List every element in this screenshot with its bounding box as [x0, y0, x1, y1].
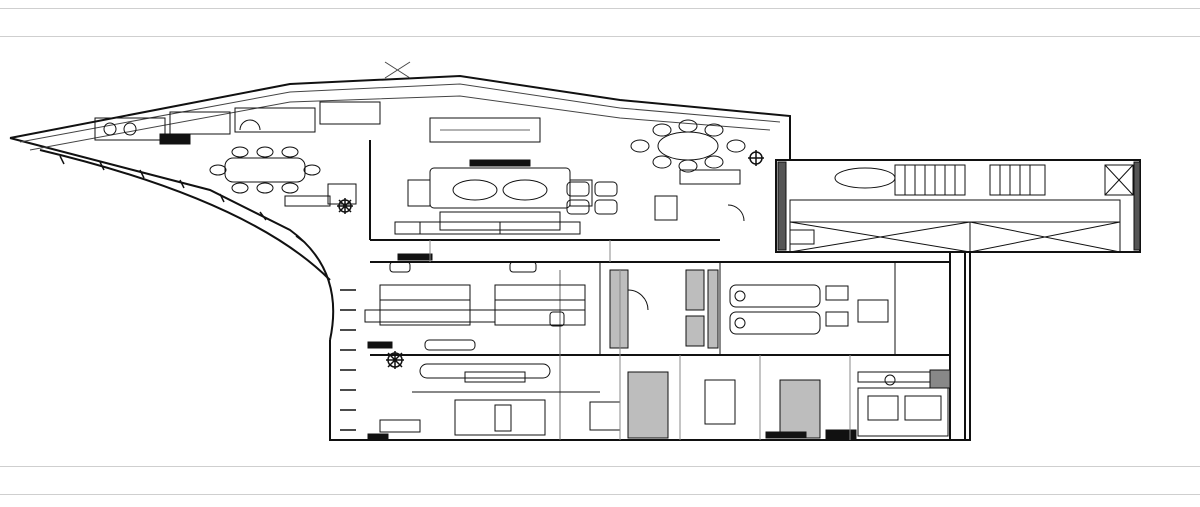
- living-room-walls: [369, 140, 720, 241]
- storage-unit: [654, 195, 678, 221]
- lift: [789, 229, 815, 245]
- hatch-corner: [929, 369, 951, 389]
- curved-balcony: [39, 149, 356, 431]
- sofa-icon: [407, 167, 593, 209]
- coffee-table: [394, 211, 581, 235]
- lobby-feature: [834, 167, 896, 189]
- door-swing: [727, 204, 745, 222]
- wall-dark: [367, 341, 393, 349]
- counter-dark: [397, 253, 433, 261]
- ottoman: [549, 311, 565, 327]
- lounge-chairs: [566, 181, 618, 215]
- service-shaft: [949, 252, 966, 440]
- closet-lower: [627, 371, 821, 439]
- round-dining-table-icon: [630, 119, 746, 173]
- ensuite-bath: [857, 371, 949, 437]
- dark-counter: [825, 429, 857, 441]
- facade-terrace: [19, 61, 781, 151]
- shaft: [1104, 164, 1134, 196]
- top-border-rule: [0, 8, 1200, 9]
- bench-2: [424, 339, 476, 351]
- plant-icon: [337, 198, 353, 214]
- top-inner-rule: [0, 36, 1200, 37]
- dining-table-icon: [209, 146, 321, 194]
- kitchen-counter: [94, 101, 381, 145]
- stool-2: [509, 261, 537, 273]
- exterior-walls: [9, 74, 1141, 441]
- grid-lines: [429, 240, 851, 440]
- annex-hatch-right: [1133, 161, 1141, 251]
- corridor-walls: [370, 261, 950, 440]
- plant-icon: [386, 351, 404, 369]
- stair-icon: [894, 164, 1046, 196]
- bench: [284, 195, 331, 207]
- tv-console: [429, 117, 541, 143]
- sideboard: [679, 169, 741, 185]
- wardrobes: [609, 269, 719, 349]
- fireplace: [469, 159, 531, 167]
- annex-hatch: [777, 161, 787, 251]
- stool: [389, 261, 411, 273]
- annex-block: [775, 159, 1141, 253]
- bathtub-icon: [729, 284, 889, 335]
- bed-icon: [364, 284, 586, 326]
- bottom-border-rule: [0, 494, 1200, 495]
- lower-rooms: [367, 363, 621, 441]
- door-swing: [627, 289, 649, 311]
- plant-icon: [748, 150, 764, 166]
- bottom-inner-rule: [0, 466, 1200, 467]
